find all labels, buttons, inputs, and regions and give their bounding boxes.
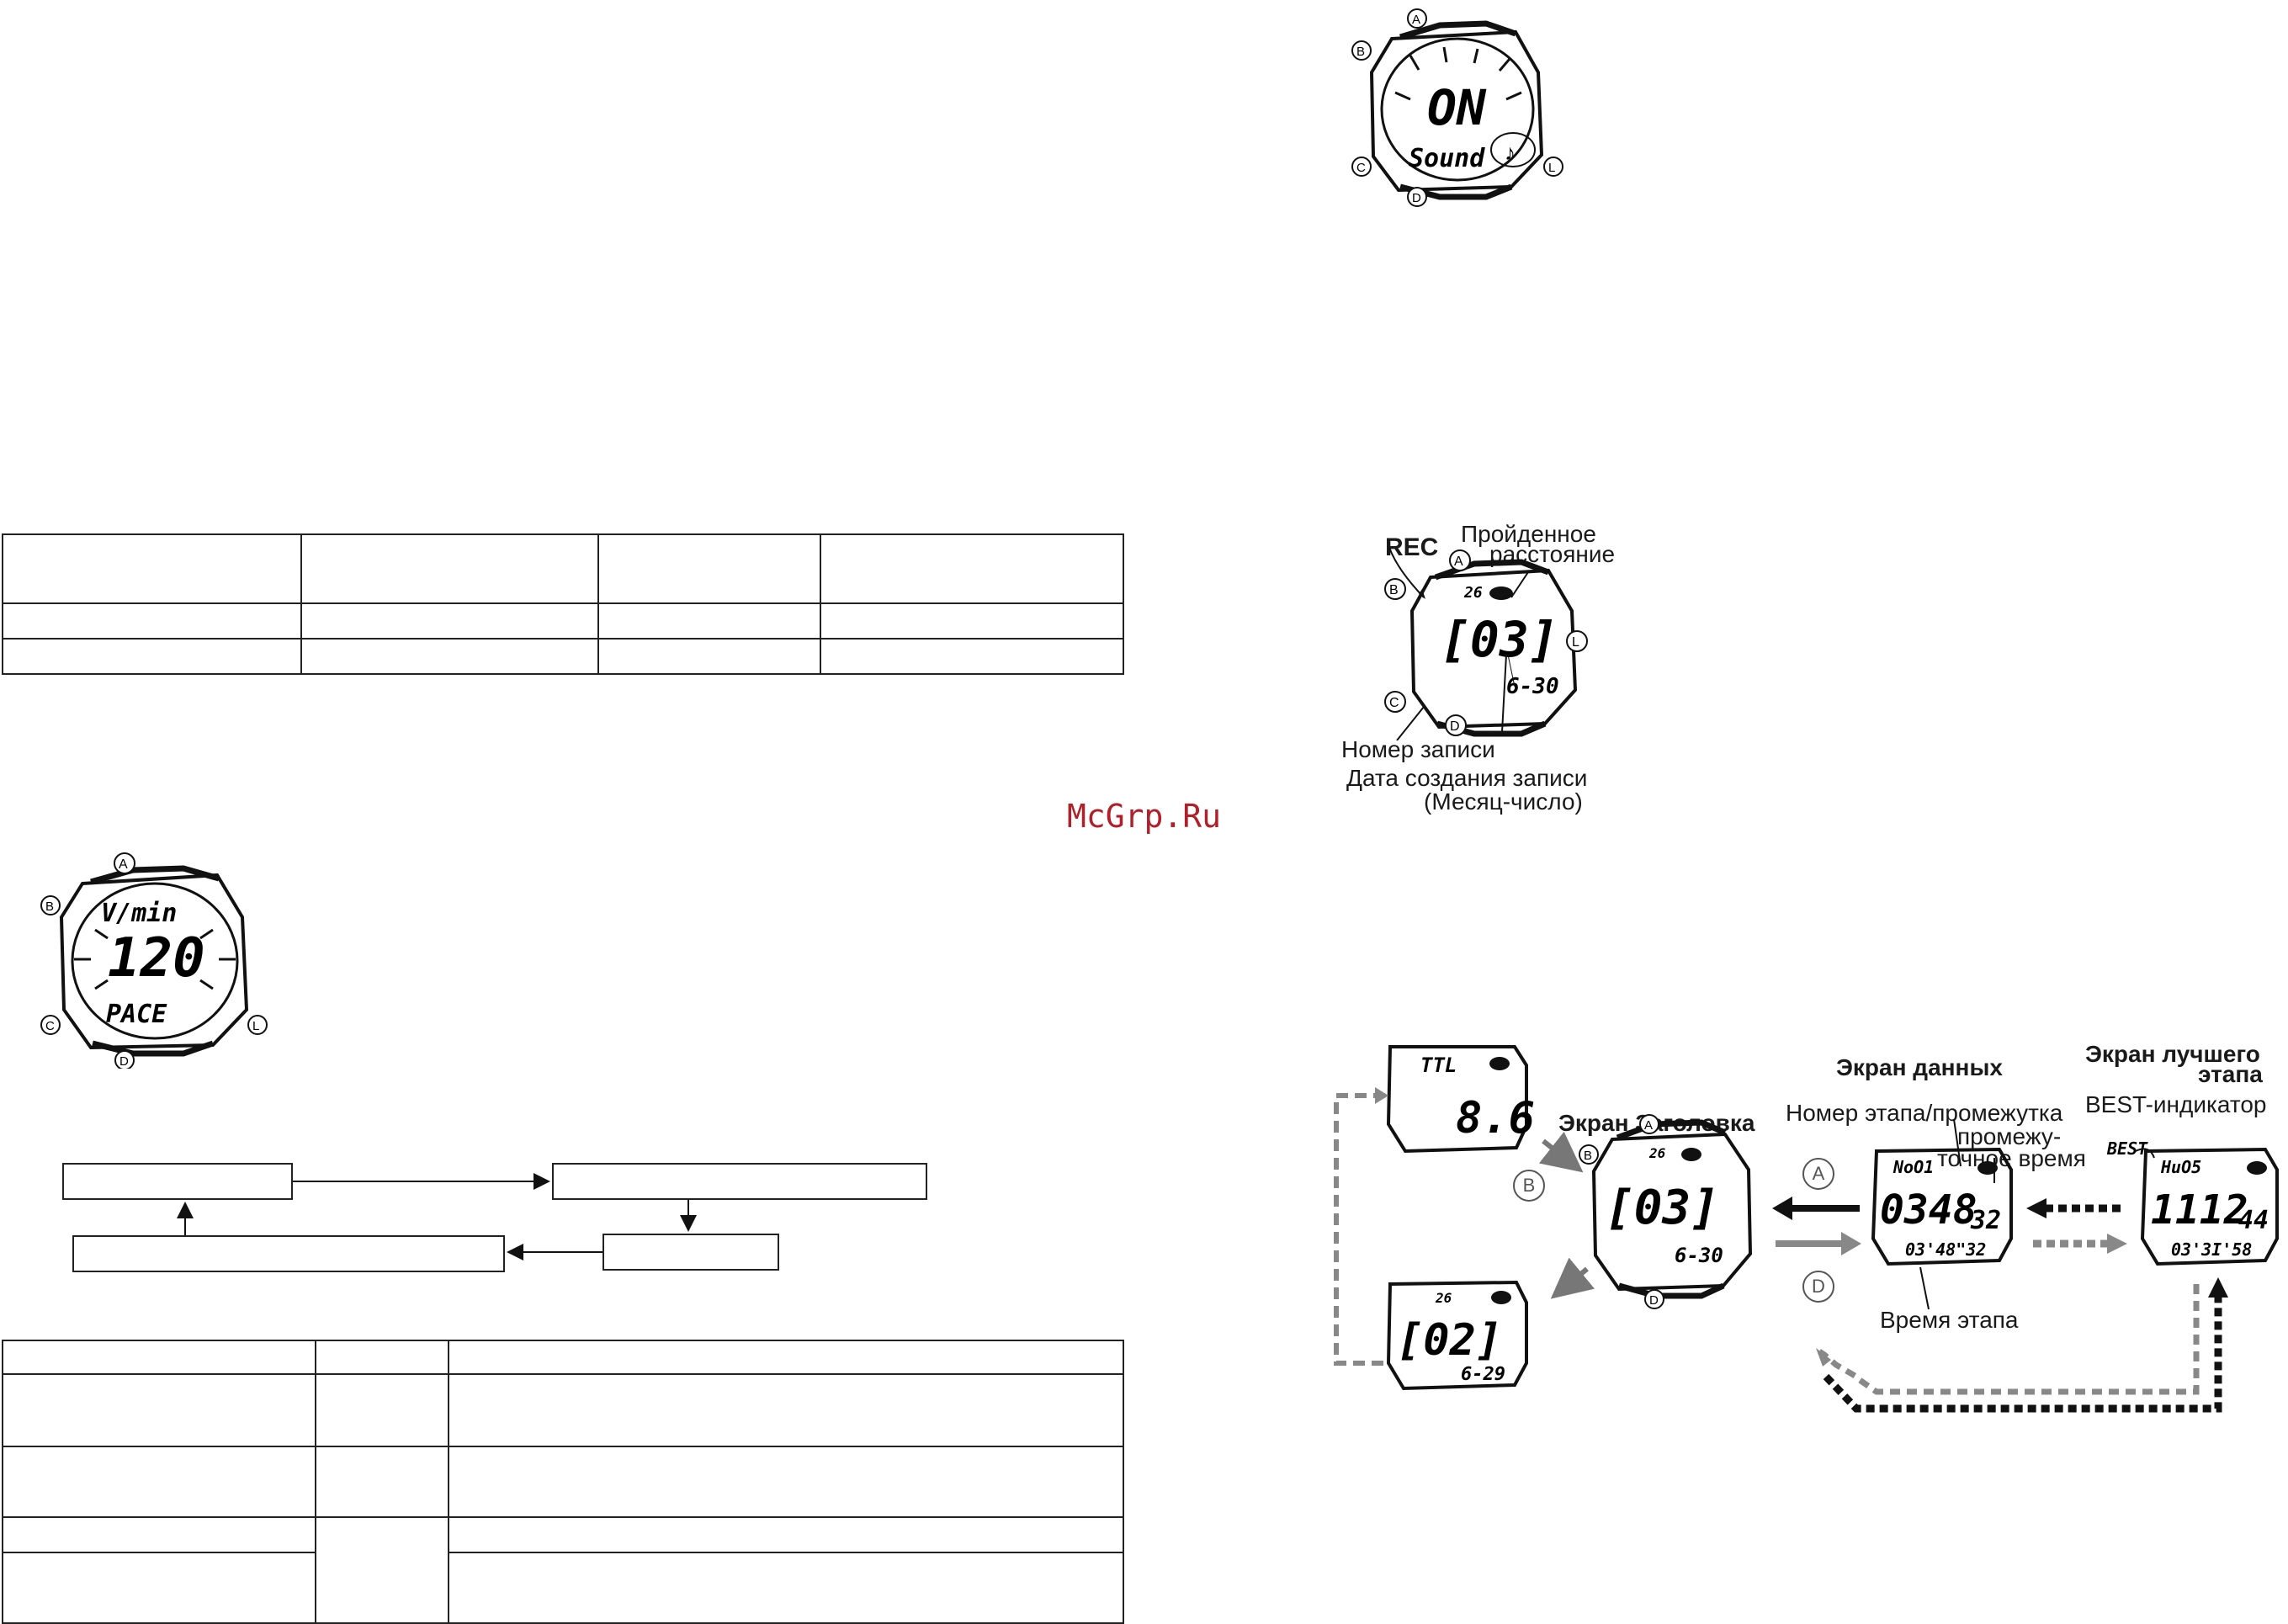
svg-text:C: C [45,1019,55,1033]
data-screen-label: Экран данных [1836,1054,2003,1080]
svg-text:[03]: [03] [1606,1181,1719,1235]
screen-title: A B D 26 [03] 6-30 [1579,1114,1753,1309]
svg-text:B: B [45,900,54,914]
best-indicator-label: BEST-индикатор [2085,1092,2266,1117]
table-row [2,1516,1124,1624]
operations-table [2,1340,1124,1624]
record-number-display: [03] [1441,611,1558,668]
table-row [2,1373,1124,1447]
best-screen-label-2: этапа [2198,1061,2263,1087]
flow-box-3 [603,1234,779,1271]
svg-text:A: A [119,857,128,872]
flow-box-1 [62,1163,293,1200]
svg-text:L: L [1548,161,1555,175]
distance-label-1: Пройденное [1461,521,1596,547]
table-row [2,1552,1124,1624]
screen-ttl: TTL 8.6 [1386,1045,1535,1154]
svg-text:B: B [1356,45,1365,59]
svg-text:B: B [1389,583,1399,597]
svg-text:L: L [252,1019,259,1033]
sound-value-text: ON [1427,79,1487,136]
rec-label: REC [1385,533,1439,561]
pace-value-text: 120 [108,927,205,990]
svg-text:L: L [1572,635,1579,650]
record-date-sub-label: (Месяц-число) [1424,788,1583,815]
svg-text:D: D [1450,719,1460,734]
settings-table [2,533,1124,675]
lap-number-label: Номер этапа/промежутка [1786,1100,2063,1126]
best-screen-label-1: Экран лучшего [2085,1041,2260,1067]
watch-pace-illustration: A B C L D V/min 120 PACE [40,852,268,1069]
svg-text:6-29: 6-29 [1461,1364,1505,1385]
music-note-icon: ♪ [1505,140,1516,165]
svg-text:8.6: 8.6 [1456,1093,1535,1144]
svg-text:26: 26 [1435,1290,1452,1306]
table-row [2,638,1124,675]
watch-sound-illustration: A B C L D ON Sound ♪ [1351,8,1563,207]
best-indicator-suffix: -индикатор [2145,1091,2267,1117]
record-flow-diagram: TTL 8.6 26 [02] 6-29 A B D 26 [03] 6-30 … [1334,1045,2279,1413]
svg-text:[02]: [02] [1397,1315,1502,1366]
lap-time-label: Время этапа [1880,1307,2019,1333]
watermark: McGrp.Ru [1067,798,1222,835]
svg-text:B: B [1584,1149,1592,1163]
svg-text:A: A [1412,13,1420,27]
record-number-label: Номер записи [1341,736,1495,762]
table-row [2,602,1124,640]
svg-text:6-30: 6-30 [1675,1244,1723,1267]
watch-record-illustration: A B C L D 26 [03] 6-30 [1384,547,1588,740]
svg-text:1112: 1112 [2151,1186,2248,1234]
svg-text:A: A [1454,555,1463,569]
screen-best: HuO5 1112 44 03'3I'58 BEST [2106,1138,2279,1266]
svg-text:TTL: TTL [1420,1053,1457,1077]
table-row [2,1446,1124,1518]
svg-text:D: D [119,1054,129,1069]
table-row [2,1340,1124,1375]
screen-prev: 26 [02] 6-29 [1386,1280,1528,1391]
pace-top-text: V/min [101,899,177,928]
flow-arrows [177,1173,697,1260]
svg-text:26: 26 [1648,1145,1666,1161]
svg-text:44: 44 [2238,1206,2269,1235]
record-date-display: 6-30 [1506,674,1559,699]
best-indicator-word: BEST [2085,1091,2146,1117]
split-label-1: промежу- [1957,1123,2062,1149]
svg-text:03'3I'58: 03'3I'58 [2171,1239,2252,1260]
svg-text:03'48"32: 03'48"32 [1905,1239,1986,1260]
svg-text:32: 32 [1970,1206,2001,1235]
button-b-marker: B [1513,1170,1545,1202]
svg-text:D: D [1649,1293,1659,1308]
button-a-marker: A [1802,1158,1834,1190]
table-row [2,533,1124,604]
svg-text:0348: 0348 [1880,1186,1977,1234]
svg-text:C: C [1389,696,1399,710]
record-date-label: Дата создания записи [1346,765,1588,791]
screen-data: NoO1 0348 32 03'48"32 [1871,1147,2013,1266]
svg-text:26: 26 [1463,584,1483,602]
flow-box-4 [72,1235,505,1272]
sound-label-text: Sound [1409,144,1485,173]
svg-text:C: C [1356,161,1366,175]
button-d-marker: D [1802,1271,1834,1303]
flow-box-2 [552,1163,927,1200]
svg-text:D: D [1412,191,1421,205]
svg-text:HuO5: HuO5 [2160,1157,2201,1177]
pace-bottom-text: PACE [106,1000,167,1029]
svg-text:A: A [1644,1118,1653,1133]
svg-text:NoO1: NoO1 [1893,1157,1934,1177]
